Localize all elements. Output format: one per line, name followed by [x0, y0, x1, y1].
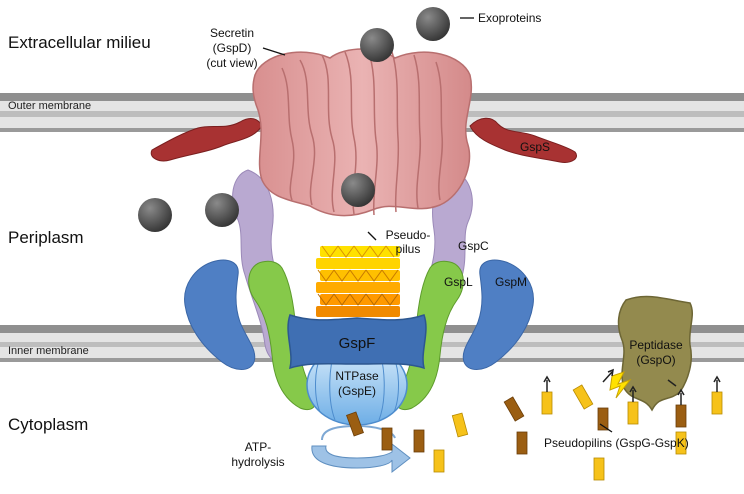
ntpase-label-2: (GspE): [338, 384, 376, 398]
secretin-label-1: Secretin: [210, 26, 254, 40]
gspf-protein: [287, 314, 427, 370]
gspc-label: GspC: [458, 239, 489, 253]
atp-label-2: hydrolysis: [231, 455, 284, 469]
peptidase-gspo: [617, 295, 693, 412]
exoprotein: [416, 7, 450, 41]
gspm-label: GspM: [495, 275, 527, 289]
gspm-protein: [184, 259, 534, 370]
ntpase-label-1: NTPase: [335, 369, 379, 383]
atp-label-1: ATP-: [245, 440, 271, 454]
secretin-label-3: (cut view): [206, 56, 257, 70]
inner-membrane-label: Inner membrane: [8, 345, 89, 357]
exoprotein: [138, 198, 172, 232]
outer-membrane-label: Outer membrane: [8, 100, 91, 112]
secretin-label-2: (GspD): [213, 41, 252, 55]
pseudopilus-label-1: Pseudo-: [386, 228, 431, 242]
exoprotein: [360, 28, 394, 62]
gsps-label: GspS: [520, 140, 550, 154]
region-cytoplasm: Cytoplasm: [8, 415, 88, 434]
region-extracellular: Extracellular milieu: [8, 33, 151, 52]
cleavage-bolt-icon: [609, 371, 632, 399]
peptidase-label-2: (GspO): [636, 353, 675, 367]
pseudopilins-label: Pseudopilins (GspG-GspK): [544, 436, 689, 450]
exoproteins-label: Exoproteins: [478, 11, 541, 25]
pseudopilus: [316, 245, 400, 317]
region-periplasm: Periplasm: [8, 228, 84, 247]
gspl-label: GspL: [444, 275, 473, 289]
peptidase-label-1: Peptidase: [629, 338, 683, 352]
pseudopilins: [346, 368, 723, 481]
gspf-label: GspF: [339, 335, 376, 352]
exoprotein: [341, 173, 375, 207]
exoproteins: [138, 7, 450, 232]
exoprotein: [205, 193, 239, 227]
pseudopilus-label-2: pilus: [396, 242, 421, 256]
